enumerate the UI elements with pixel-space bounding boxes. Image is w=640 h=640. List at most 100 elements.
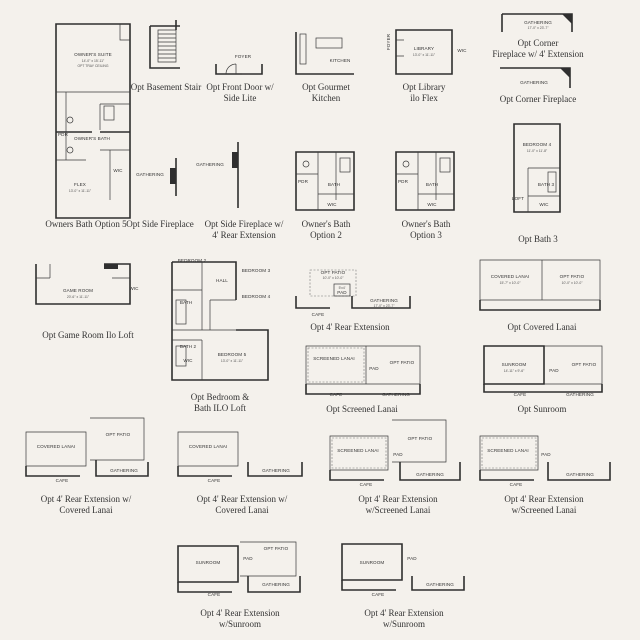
caption-rear-ext-screened-2: Opt 4' Rear Extension w/Screened Lanai bbox=[504, 494, 584, 515]
svg-text:GATHERING: GATHERING bbox=[262, 468, 290, 473]
svg-text:SUNROOM: SUNROOM bbox=[502, 362, 527, 367]
caption-basement-stair: Opt Basement Stair bbox=[130, 82, 202, 92]
svg-text:GATHERING: GATHERING bbox=[196, 162, 224, 167]
svg-text:FOYER: FOYER bbox=[235, 54, 252, 59]
svg-text:OPT PATIO: OPT PATIO bbox=[572, 362, 597, 367]
svg-text:GAME ROOM: GAME ROOM bbox=[63, 288, 93, 293]
plan-bedroom-bath-loft: BEDROOM 2 BEDROOM 3 HALL BEDROOM 4 BATH … bbox=[171, 258, 271, 381]
svg-text:HALL: HALL bbox=[216, 278, 228, 283]
caption-side-fireplace: Opt Side Fireplace bbox=[126, 219, 194, 229]
svg-text:CAFE: CAFE bbox=[208, 592, 221, 597]
svg-text:SCREENED LANAI: SCREENED LANAI bbox=[313, 356, 354, 361]
plan-owners-bath-5: OWNER'S SUITE 14'-0" x 15'-11" OPT TRAY … bbox=[55, 23, 131, 219]
svg-text:PAD: PAD bbox=[393, 452, 403, 457]
caption-rear-extension: Opt 4' Rear Extension bbox=[310, 322, 390, 332]
plan-bath-3: BEDROOM 4 11'-0" x 11'-8" BATH 3 LOFT WI… bbox=[512, 123, 561, 213]
svg-text:13'-0" x 11'-11": 13'-0" x 11'-11" bbox=[69, 189, 92, 193]
caption-gourmet-kitchen: Opt Gourmet Kitchen bbox=[302, 82, 350, 103]
svg-text:LOFT: LOFT bbox=[512, 196, 524, 201]
svg-text:GATHERING: GATHERING bbox=[524, 20, 552, 25]
plan-basement-stair bbox=[149, 20, 180, 69]
plan-side-fireplace: GATHERING bbox=[136, 158, 177, 196]
svg-text:OPT PATIO: OPT PATIO bbox=[390, 360, 415, 365]
svg-text:PDR: PDR bbox=[298, 179, 309, 184]
caption-rear-ext-sunroom-1: Opt 4' Rear Extension w/Sunroom bbox=[200, 608, 280, 629]
svg-text:COVERED LANAI: COVERED LANAI bbox=[189, 444, 228, 449]
svg-text:GATHERING: GATHERING bbox=[110, 468, 138, 473]
caption-owners-bath-5: Owners Bath Option 5 bbox=[45, 219, 127, 229]
svg-text:KITCHEN: KITCHEN bbox=[330, 58, 351, 63]
svg-text:CAFE: CAFE bbox=[208, 478, 221, 483]
svg-text:FLEX: FLEX bbox=[74, 182, 86, 187]
svg-text:BEDROOM 4: BEDROOM 4 bbox=[523, 142, 552, 147]
caption-owners-bath-2: Owner's Bath Option 2 bbox=[301, 219, 351, 240]
svg-text:CAFE: CAFE bbox=[312, 312, 325, 317]
svg-text:PAD: PAD bbox=[369, 366, 379, 371]
caption-corner-fireplace: Opt Corner Fireplace bbox=[499, 94, 577, 104]
svg-text:BATH 2: BATH 2 bbox=[180, 344, 197, 349]
svg-text:10'-0" x 10'-0": 10'-0" x 10'-0" bbox=[323, 276, 345, 280]
svg-text:PAD: PAD bbox=[407, 556, 417, 561]
svg-text:WIC: WIC bbox=[427, 202, 437, 207]
svg-text:BEDROOM 4: BEDROOM 4 bbox=[242, 294, 271, 299]
plan-corner-fireplace: GATHERING bbox=[500, 67, 571, 88]
svg-text:OPT TRAY CEILING: OPT TRAY CEILING bbox=[77, 64, 108, 68]
plan-side-fireplace-ext: GATHERING bbox=[196, 142, 239, 208]
svg-text:GATHERING: GATHERING bbox=[416, 472, 444, 477]
caption-owners-bath-3: Owner's Bath Option 3 bbox=[401, 219, 451, 240]
svg-text:15'-7" x 10'-0": 15'-7" x 10'-0" bbox=[500, 281, 522, 285]
svg-text:GATHERING: GATHERING bbox=[136, 172, 164, 177]
svg-text:GATHERING: GATHERING bbox=[566, 472, 594, 477]
svg-text:WIC: WIC bbox=[113, 168, 123, 173]
svg-text:BATH: BATH bbox=[426, 182, 438, 187]
plan-game-room: GAME ROOM 20'-6" x 11'-11" WIC bbox=[35, 263, 139, 305]
svg-text:PAD: PAD bbox=[243, 556, 253, 561]
svg-text:CAFE: CAFE bbox=[510, 482, 523, 487]
caption-screened-lanai: Opt Screened Lanai bbox=[326, 404, 398, 414]
svg-text:GATHERING: GATHERING bbox=[426, 582, 454, 587]
svg-text:OPT PATIO: OPT PATIO bbox=[264, 546, 289, 551]
svg-text:SCREENED LANAI: SCREENED LANAI bbox=[337, 448, 378, 453]
svg-text:WIC: WIC bbox=[457, 48, 467, 53]
caption-front-door: Opt Front Door w/ Side Lite bbox=[206, 82, 274, 103]
plan-rear-ext-covered-1: COVERED LANAI OPT PATIO CAFE GATHERING bbox=[25, 417, 149, 483]
svg-text:BEDROOM 3: BEDROOM 3 bbox=[242, 268, 271, 273]
svg-text:OPT PATIO: OPT PATIO bbox=[560, 274, 585, 279]
plan-rear-extension: OPT PATIO 10'-0" x 10'-0" 5'x4' PAD CAFE… bbox=[295, 269, 411, 317]
svg-text:13'-0" x 11'-11": 13'-0" x 11'-11" bbox=[221, 359, 244, 363]
plan-gourmet-kitchen: KITCHEN bbox=[295, 32, 354, 75]
svg-text:OWNER'S BATH: OWNER'S BATH bbox=[74, 136, 110, 141]
svg-text:PDR: PDR bbox=[398, 179, 409, 184]
caption-corner-fireplace-ext: Opt Corner Fireplace w/ 4' Extension bbox=[492, 38, 584, 59]
svg-text:PAD: PAD bbox=[337, 290, 347, 295]
plan-corner-fireplace-ext: GATHERING 17'-0" x 23'-7" bbox=[501, 13, 573, 32]
svg-text:CAFE: CAFE bbox=[56, 478, 69, 483]
svg-text:CAFE: CAFE bbox=[330, 392, 343, 397]
plan-rear-ext-sunroom-1: SUNROOM OPT PATIO PAD CAFE GATHERING bbox=[177, 541, 301, 597]
svg-text:20'-6" x 11'-11": 20'-6" x 11'-11" bbox=[67, 295, 90, 299]
caption-library: Opt Library ilo Flex bbox=[402, 82, 446, 103]
svg-text:WIC: WIC bbox=[129, 286, 139, 291]
svg-text:BATH: BATH bbox=[328, 182, 340, 187]
caption-bath-3: Opt Bath 3 bbox=[518, 234, 558, 244]
label-owners-suite: OWNER'S SUITE bbox=[74, 52, 112, 57]
svg-text:5'x4': 5'x4' bbox=[339, 286, 346, 290]
svg-text:LIBRARY: LIBRARY bbox=[414, 46, 434, 51]
svg-text:SUNROOM: SUNROOM bbox=[360, 560, 385, 565]
plan-owners-bath-2: PDR BATH WIC bbox=[295, 151, 355, 211]
svg-text:CAFE: CAFE bbox=[360, 482, 373, 487]
svg-text:GATHERING: GATHERING bbox=[382, 392, 410, 397]
plan-rear-ext-covered-2: COVERED LANAI CAFE GATHERING bbox=[177, 431, 303, 483]
plan-rear-ext-screened-2: SCREENED LANAI PAD CAFE GATHERING bbox=[479, 435, 611, 487]
svg-text:BATH 3: BATH 3 bbox=[538, 182, 555, 187]
svg-text:WIC: WIC bbox=[183, 358, 193, 363]
svg-text:OPT PATIO: OPT PATIO bbox=[106, 432, 131, 437]
svg-text:11'-0" x 11'-8": 11'-0" x 11'-8" bbox=[527, 149, 548, 153]
svg-text:PDR: PDR bbox=[58, 132, 69, 137]
svg-text:WIC: WIC bbox=[327, 202, 337, 207]
svg-text:COVERED LANAI: COVERED LANAI bbox=[491, 274, 530, 279]
svg-text:CAFE: CAFE bbox=[514, 392, 527, 397]
svg-text:10'-0" x 10'-0": 10'-0" x 10'-0" bbox=[562, 281, 584, 285]
